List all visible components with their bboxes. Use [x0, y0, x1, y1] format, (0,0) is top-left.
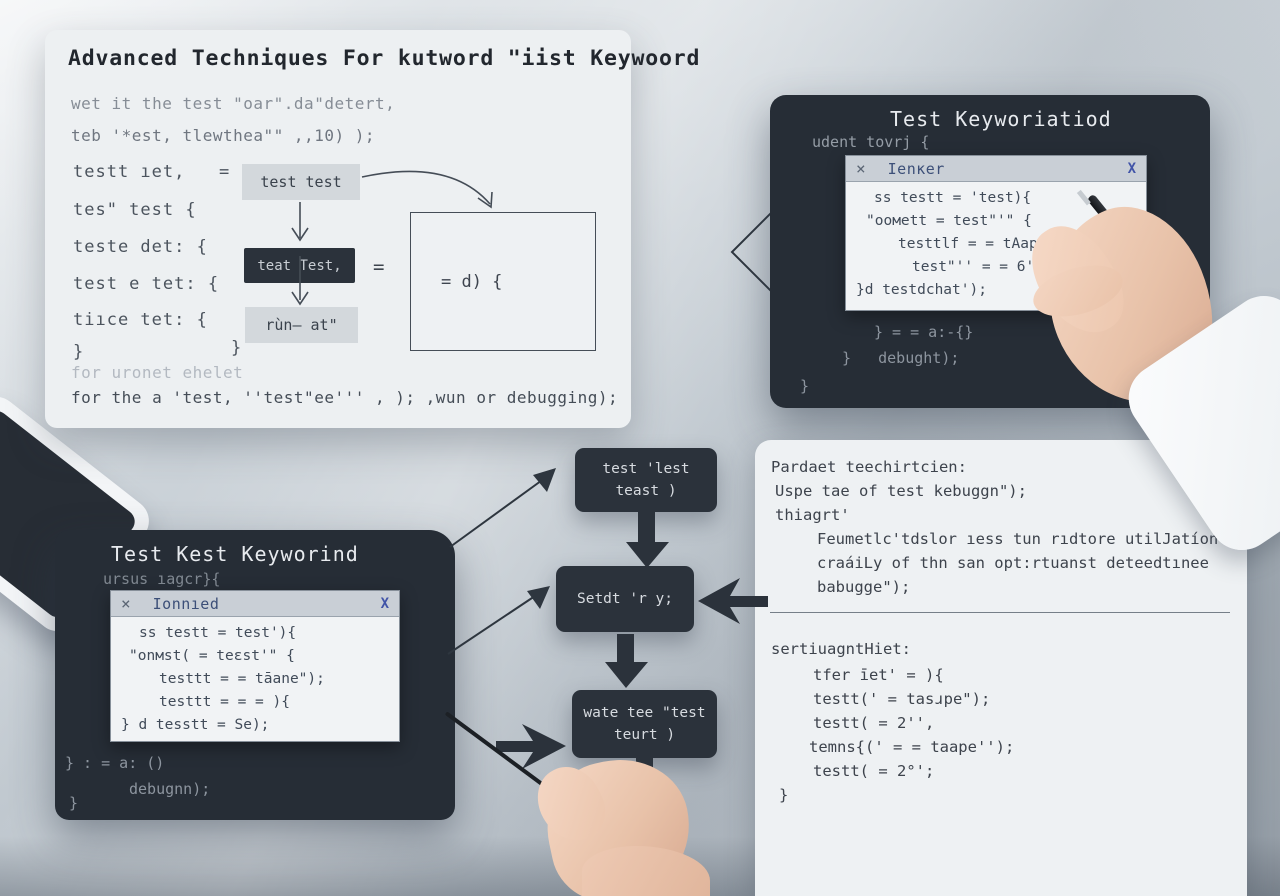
arrow-up-right-head [533, 468, 556, 492]
bottom-left-code-panel: Test Kest Keyworind ursus ıagcr}{ × Ionn… [55, 530, 455, 820]
flow-node-light-1: test test [242, 164, 360, 200]
panel-pre-line: udent tovrj { [812, 133, 930, 151]
panel-post-line: } debught); [842, 349, 960, 367]
flow-step-3-line2: teurt ) [613, 727, 676, 743]
code-line: test e tet: { [73, 274, 220, 294]
notes-line: temns{(' = = taape''); [809, 738, 1015, 756]
notes-line: craáiLy of thn san opt:rtuanst deteedtın… [817, 554, 1209, 572]
popup-code-line: ss testt = test'){ [139, 625, 297, 641]
popup-window: × Ionnıed X ss testt = test'){ "onмst( =… [110, 590, 400, 742]
popup-window: × Ienкer X ss testt = 'test){ "ooмett = … [845, 155, 1147, 311]
panel-post-line: debugnn); [129, 780, 211, 798]
popup-code-line: }d testdchat'); [856, 282, 987, 298]
popup-body: ss testt = test'){ "onмst( = teεst'" { t… [111, 617, 399, 737]
notes-line: thiagrt' [775, 506, 850, 524]
notes-line: sertiuagntHiet: [771, 640, 911, 658]
square-box-text: = d) { [441, 271, 503, 292]
panel-post-line: } [800, 377, 810, 395]
arrow-up-right-icon [449, 477, 546, 548]
card-subline-2: teb '*est, tlewthea"" ,,10) ); [71, 126, 375, 145]
card-subline-1: wet it the test "oar".da"detert, [71, 94, 396, 113]
popup-title: Ionnıed [152, 594, 220, 613]
code-line: teste det: { [73, 237, 208, 257]
code-line: tiıce tet: { [73, 310, 208, 330]
notes-line: Feumetlc'tdslor ıess tun rıdtore utilJat… [817, 530, 1219, 548]
arrow-up-right-head [527, 586, 550, 609]
notes-line: testt(' = tasɹpe"); [813, 690, 991, 708]
panel-post-line: } : = a: () [65, 754, 165, 772]
pin-x-icon[interactable]: X [1127, 160, 1136, 177]
pin-x-icon[interactable]: X [380, 595, 389, 612]
arrow-right-icon [496, 724, 566, 769]
flow-square-outline: = d) { [410, 212, 596, 351]
panel-title: Test Kest Keyworind [111, 542, 359, 566]
popup-title: Ienкer [887, 159, 945, 178]
arrow-down-icon [605, 634, 648, 688]
popup-titlebar: × Ionnıed X [111, 591, 399, 617]
right-notes-panel: Pardaet teechirtcien: Uspe tae of test k… [755, 440, 1247, 896]
popup-code-line: testtt = = tāane"); [159, 671, 325, 687]
close-icon[interactable]: × [121, 594, 131, 613]
flow-step-1-line1: test 'lest [602, 461, 690, 477]
flow-step-2-line1: Setdt 'r y; [576, 591, 674, 607]
flow-node-dark: teat Test, [244, 248, 355, 283]
top-left-code-card: Advanced Techniques For kutword "iist Ke… [45, 30, 699, 428]
popup-code-line: "ooмett = test"'" { [866, 213, 1032, 229]
popup-code-line: "onмst( = teεst'" { [129, 648, 295, 664]
flow-step-3-line1: wate tee "test [583, 705, 706, 721]
notes-line: testt( = 2°'; [813, 762, 935, 780]
flow-step-1-line2: teast ) [615, 483, 677, 499]
closing-brace: } [231, 338, 243, 358]
panel-pre-line: ursus ıagcr}{ [103, 570, 221, 588]
card-title: Advanced Techniques For kutword "iist Ke… [68, 46, 701, 71]
code-line: testt ıet, = [73, 162, 231, 182]
popup-code-line: } d tesstt = Se); [121, 717, 270, 733]
flow-step-2: Setdt 'r y; [556, 566, 694, 632]
notes-line: tfer īet' = ){ [813, 666, 944, 684]
popup-titlebar: × Ienкer X [846, 156, 1146, 182]
notes-line: Uspe tae of test kebuggn"); [775, 482, 1027, 500]
arrow-down-icon [626, 512, 669, 568]
popup-code-line: testtt = = = ){ [159, 694, 290, 710]
code-line: tes" test { [73, 200, 197, 220]
panel-post-line: } [69, 794, 79, 812]
notes-line: babugge"); [817, 578, 911, 596]
notes-line: Pardaet teechirtcien: [771, 458, 967, 476]
flow-step-3: wate tee "test teurt ) [572, 690, 717, 758]
arrow-up-right-icon [447, 593, 539, 655]
divider [770, 612, 1230, 613]
panel-post-line: } = = a:-{} [874, 323, 974, 341]
wrist [582, 846, 710, 896]
panel-title: Test Keyworiatiod [890, 107, 1112, 131]
close-icon[interactable]: × [856, 159, 866, 178]
popup-code-line: ss testt = 'test){ [874, 190, 1032, 206]
flow-node-light-2: rùn— at" [245, 307, 358, 343]
code-line: } [73, 342, 85, 362]
equals-sign: = [373, 256, 385, 278]
notes-line: testt( = 2'', [813, 714, 935, 732]
card-footer: for the a 'test, ''test"ee''' , ); ,wun … [71, 388, 619, 407]
card-footer-muted: for uronet ehelet [71, 363, 244, 382]
notes-line: } [779, 786, 789, 804]
flow-step-1: test 'lest teast ) [575, 448, 717, 512]
